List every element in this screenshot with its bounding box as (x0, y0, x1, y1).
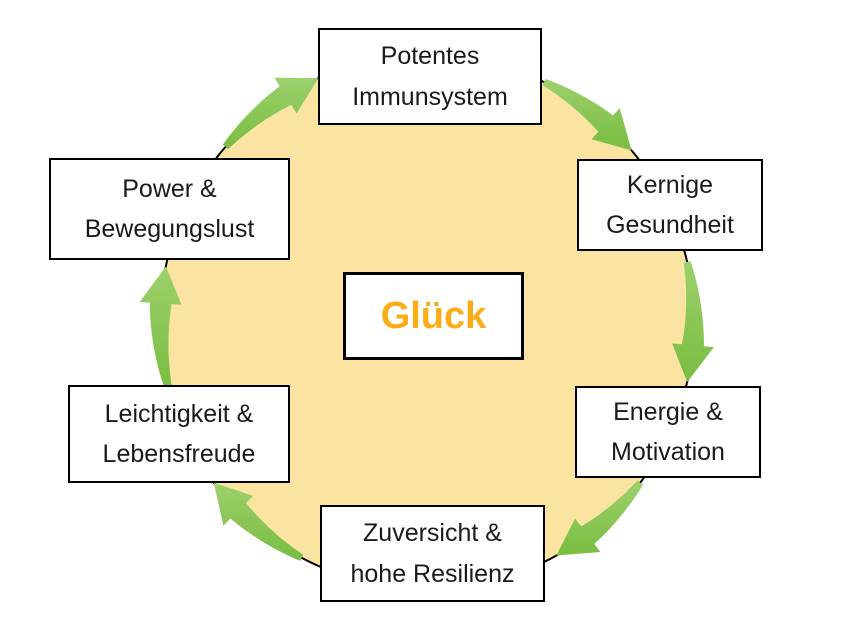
center-label: Glück (380, 294, 487, 337)
node-label-line2: Immunsystem (352, 82, 508, 111)
node-label-line1: Leichtigkeit & (104, 399, 254, 428)
node-leichtigkeit-lebensfreude: Leichtigkeit & Lebensfreude (68, 385, 290, 483)
node-label-line2: Motivation (611, 438, 725, 466)
cycle-arrows (139, 77, 714, 561)
node-label-line1: Kernige (626, 170, 714, 199)
center-box-glueck: Glück (343, 272, 524, 360)
node-kernige-gesundheit: Kernige Gesundheit (577, 159, 763, 251)
node-potentes-immunsystem: Potentes Immunsystem (318, 28, 542, 125)
node-zuversicht-resilienz: Zuversicht & hohe Resilienz (320, 505, 545, 602)
cycle-arrow-energie-to-resilienz (556, 480, 643, 556)
node-power-bewegungslust: Power & Bewegungslust (49, 158, 290, 260)
cycle-arrow-gesundheit-to-energie (672, 261, 714, 383)
node-label-line2: Gesundheit (606, 211, 734, 239)
node-energie-motivation: Energie & Motivation (575, 386, 761, 478)
node-label-line2: hohe Resilienz (350, 559, 515, 588)
node-label-line2: Lebensfreude (102, 440, 256, 468)
node-label-line1: Potentes (380, 42, 480, 70)
cycle-arrow-leichtigkeit-to-power (139, 266, 182, 392)
node-label-line1: Zuversicht & (363, 519, 502, 547)
cycle-arrow-resilienz-to-leichtigkeit (213, 482, 304, 561)
cycle-arrow-power-to-immunsystem (222, 77, 319, 150)
cycle-arrow-immunsystem-to-gesundheit (542, 78, 632, 151)
node-label-line1: Energie & (613, 397, 723, 426)
node-label-line2: Bewegungslust (84, 215, 255, 243)
node-label-line1: Power & (122, 174, 217, 203)
